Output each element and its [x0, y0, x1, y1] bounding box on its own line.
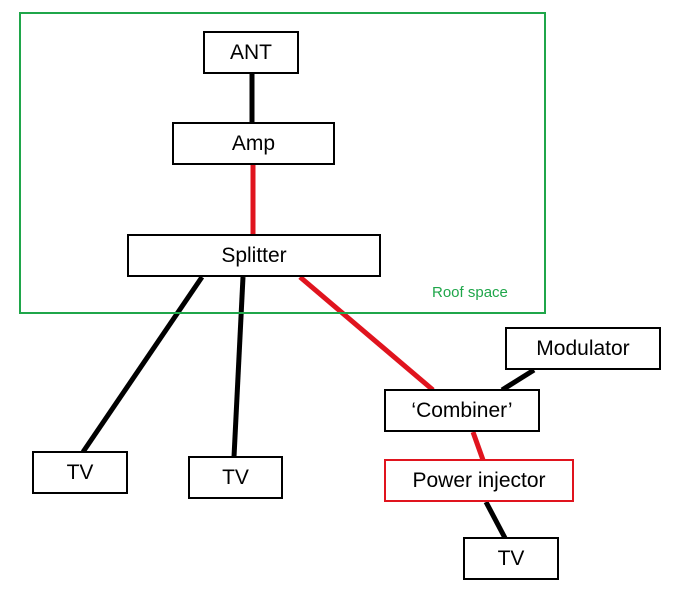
- wire-combiner-power-injector: [470, 431, 486, 461]
- tv-middle-node: TV: [188, 456, 283, 499]
- splitter-node: Splitter: [127, 234, 381, 277]
- wire-splitter-combiner: [298, 275, 435, 392]
- power-injector-node: Power injector: [384, 459, 574, 502]
- wire-splitter-tv-left: [80, 275, 205, 454]
- roof-space-label: Roof space: [432, 284, 508, 301]
- modulator-node: Modulator: [505, 327, 661, 370]
- amp-node: Amp: [172, 122, 335, 165]
- wire-splitter-tv-middle: [231, 276, 246, 458]
- wire-power-injector-tv-right: [483, 500, 508, 540]
- roof-space-region: [19, 12, 546, 314]
- ant-node: ANT: [203, 31, 299, 74]
- combiner-node: ‘Combiner’: [384, 389, 540, 432]
- tv-right-node: TV: [463, 537, 559, 580]
- tv-left-node: TV: [32, 451, 128, 494]
- wire-modulator-combiner: [500, 367, 536, 393]
